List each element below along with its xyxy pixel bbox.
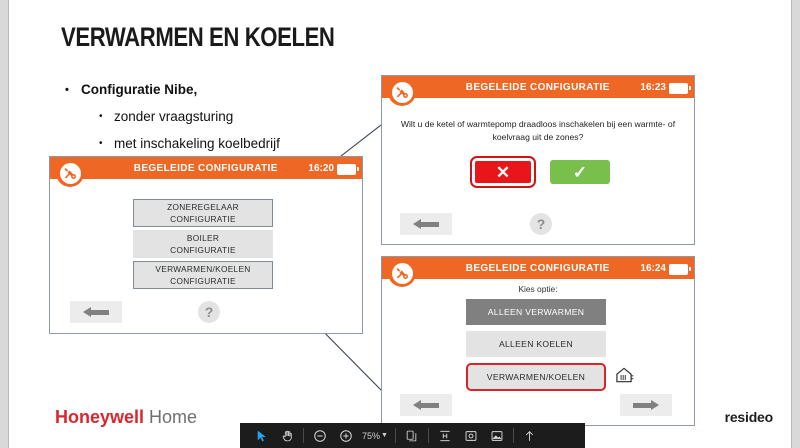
- image-icon[interactable]: [484, 423, 510, 448]
- service-badge-icon: [56, 159, 84, 187]
- screen3-body: Kies optie: ALLEEN VERWARMEN ALLEEN KOEL…: [382, 279, 694, 425]
- toolbar-divider: [427, 428, 429, 443]
- wrench-screwdriver-glyph: [64, 168, 76, 179]
- wrench-icon: [391, 81, 413, 103]
- snapshot-icon[interactable]: [458, 423, 484, 448]
- bullet-level2-b-label: met inschakeling koelbedrijf: [114, 136, 280, 151]
- device-screen-guided-config-menu: BEGELEIDE CONFIGURATIE 16:20 ZONEREGELAA…: [49, 156, 363, 334]
- zoom-in-icon[interactable]: [333, 423, 359, 448]
- button-verwarmen-koelen-line1: VERWARMEN/KOELEN: [155, 263, 251, 274]
- screen2-back-button[interactable]: [400, 213, 452, 235]
- bullet-level2-b: • met inschakeling koelbedrijf: [99, 136, 385, 152]
- option-alleen-verwarmen-label: ALLEEN VERWARMEN: [487, 306, 585, 317]
- arrow-left-icon: [413, 399, 439, 410]
- bullet-dot-icon: •: [99, 111, 103, 122]
- bullet-level2-a: • zonder vraagsturing: [99, 109, 385, 125]
- battery-icon: [669, 264, 691, 275]
- bullet-dot-icon: •: [99, 138, 103, 149]
- button-boiler-configuratie[interactable]: BOILER CONFIGURATIE: [133, 230, 273, 258]
- button-verwarmen-koelen-configuratie[interactable]: VERWARMEN/KOELEN CONFIGURATIE: [133, 261, 273, 289]
- option-alleen-koelen[interactable]: ALLEEN KOELEN: [466, 331, 606, 357]
- screen2-body: Wilt u de ketel of warmtepomp draadloos …: [382, 98, 694, 244]
- screen2-help-button[interactable]: ?: [530, 213, 552, 235]
- button-verwarmen-koelen-line2: CONFIGURATIE: [170, 276, 236, 286]
- chevron-down-icon[interactable]: ▼: [381, 432, 388, 439]
- bullet-level1-label: Configuratie Nibe,: [81, 82, 198, 97]
- pages-icon[interactable]: [399, 423, 425, 448]
- screen3-next-button[interactable]: [620, 394, 672, 416]
- service-badge-icon: [388, 259, 416, 287]
- arrow-left-icon: [413, 218, 439, 229]
- option-verwarmen-koelen[interactable]: VERWARMEN/KOELEN: [466, 363, 606, 391]
- service-badge-icon: [388, 78, 416, 106]
- honeywell-wordmark: Honeywell: [55, 407, 145, 427]
- screen3-back-button[interactable]: [400, 394, 452, 416]
- battery-icon: [337, 164, 359, 175]
- screen2-header-title: BEGELEIDE CONFIGURATIE: [466, 81, 610, 93]
- hand-icon[interactable]: [274, 423, 300, 448]
- pdf-toolbar: 75% ▼: [240, 423, 585, 448]
- page-title: VERWARMEN EN KOELEN: [61, 22, 335, 52]
- bullet-level2-a-label: zonder vraagsturing: [114, 109, 234, 124]
- arrow-right-icon: [633, 399, 659, 410]
- answer-yes-button[interactable]: ✓: [550, 160, 610, 184]
- screen1-help-label: ?: [204, 304, 214, 320]
- screen3-clock: 16:24: [640, 262, 666, 274]
- device-screen-mode-options: BEGELEIDE CONFIGURATIE 16:24 Kies optie:…: [381, 256, 695, 426]
- arrow-left-icon: [83, 306, 109, 317]
- option-verwarmen-koelen-label: VERWARMEN/KOELEN: [486, 371, 586, 382]
- wrench-screwdriver-glyph: [396, 87, 408, 98]
- house-radiator-icon: [614, 365, 634, 390]
- device-screen-wireless-question: BEGELEIDE CONFIGURATIE 16:23 Wilt u de k…: [381, 75, 695, 245]
- screen1-back-button[interactable]: [70, 301, 122, 323]
- wrench-icon: [59, 162, 81, 184]
- button-zoneregelaar-line1: ZONEREGELAAR: [167, 201, 239, 212]
- toolbar-divider: [303, 428, 304, 443]
- screen2-clock: 16:23: [640, 81, 666, 93]
- home-wordmark: Home: [149, 407, 198, 427]
- screen1-help-button[interactable]: ?: [198, 301, 220, 323]
- honeywell-home-logo: Honeywell Home: [55, 407, 197, 428]
- bullet-list: • Configuratie Nibe, • zonder vraagsturi…: [65, 82, 385, 163]
- bullet-dot-icon: •: [65, 84, 69, 96]
- screen2-question-text: Wilt u de ketel of warmtepomp draadloos …: [400, 119, 676, 142]
- button-boiler-line2: CONFIGURATIE: [170, 245, 236, 255]
- fit-width-icon[interactable]: [432, 423, 458, 448]
- button-zoneregelaar-configuratie[interactable]: ZONEREGELAAR CONFIGURATIE: [133, 199, 273, 227]
- zoom-level-value[interactable]: 75%: [362, 430, 381, 441]
- screen3-header-title: BEGELEIDE CONFIGURATIE: [466, 262, 610, 274]
- screen1-header-title: BEGELEIDE CONFIGURATIE: [134, 162, 278, 174]
- screen2-help-label: ?: [536, 216, 546, 232]
- option-alleen-verwarmen[interactable]: ALLEEN VERWARMEN: [466, 299, 606, 325]
- screen3-header: BEGELEIDE CONFIGURATIE 16:24: [382, 257, 694, 279]
- screen3-prompt: Kies optie:: [518, 284, 558, 294]
- battery-icon: [669, 83, 691, 94]
- option-alleen-koelen-label: ALLEEN KOELEN: [498, 338, 574, 349]
- resideo-logo: resideo: [724, 409, 774, 425]
- cursor-icon[interactable]: [248, 423, 274, 448]
- screen1-header: BEGELEIDE CONFIGURATIE 16:20: [50, 157, 362, 179]
- bullet-level1: • Configuratie Nibe,: [65, 82, 385, 98]
- check-icon: ✓: [572, 162, 588, 182]
- cross-icon: ✕: [495, 162, 511, 182]
- screen1-clock: 16:20: [308, 162, 334, 174]
- zoom-out-icon[interactable]: [307, 423, 333, 448]
- slide-canvas: VERWARMEN EN KOELEN • Configuratie Nibe,…: [8, 0, 792, 448]
- wrench-screwdriver-glyph: [396, 268, 408, 279]
- wrench-icon: [391, 262, 413, 284]
- screen2-header: BEGELEIDE CONFIGURATIE 16:23: [382, 76, 694, 98]
- toolbar-divider: [394, 428, 396, 443]
- button-boiler-line1: BOILER: [186, 232, 220, 243]
- screen1-body: ZONEREGELAAR CONFIGURATIE BOILER CONFIGU…: [50, 179, 362, 333]
- toolbar-divider: [512, 428, 514, 443]
- answer-no-button[interactable]: ✕: [470, 156, 536, 188]
- upload-icon[interactable]: [517, 423, 543, 448]
- button-zoneregelaar-line2: CONFIGURATIE: [170, 214, 236, 224]
